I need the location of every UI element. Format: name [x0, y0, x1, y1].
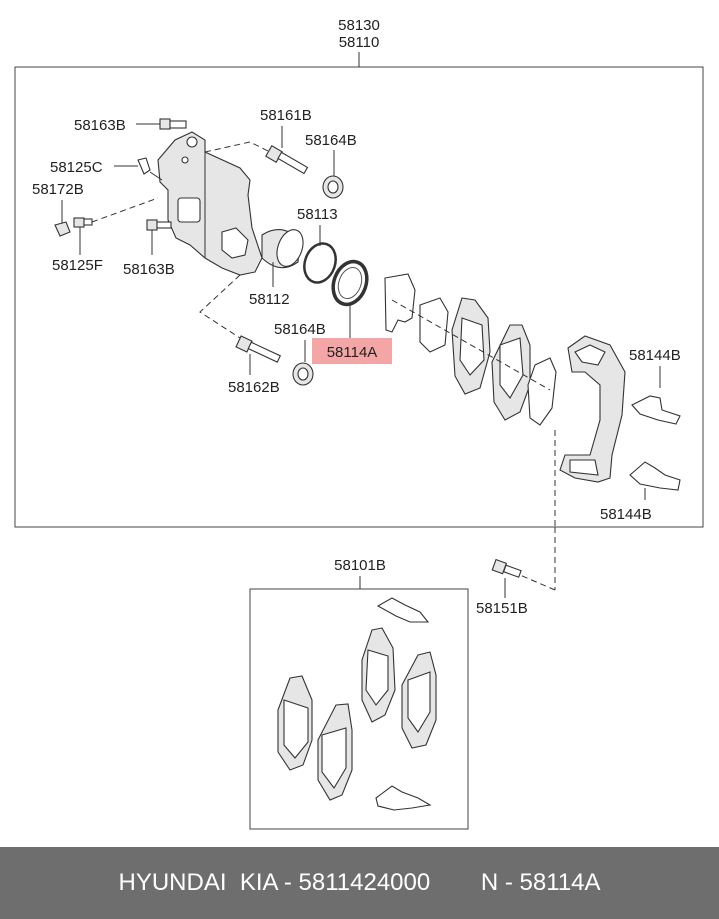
piston-seal: [303, 242, 337, 284]
bolt-58163B-lower: [146, 219, 172, 231]
label-58164B-lower: 58164B: [274, 321, 326, 338]
footer-bar: HYUNDAI KIA - 5811424000 N - 58114A: [0, 847, 719, 919]
carrier-bolt: [491, 558, 522, 578]
label-58130: 58130: [338, 17, 380, 34]
boot-upper: [322, 175, 344, 199]
bleeder-plug: [73, 217, 93, 228]
label-58163B-top: 58163B: [74, 117, 126, 134]
piston-boot: [331, 259, 369, 307]
pad-kit-clip-top: [376, 597, 430, 623]
piston: [261, 229, 304, 269]
caliper-body: [157, 131, 263, 276]
label-58114A: 58114A: [327, 344, 378, 361]
boot-lower: [292, 362, 314, 386]
footer-brand: HYUNDAI KIA - 5811424000: [118, 869, 431, 896]
pad-shim-outer: [384, 273, 416, 333]
brake-caliper-diagram: 58130 58110 58163B 58125C 58172B 58125F …: [14, 17, 704, 830]
label-58113: 58113: [297, 206, 338, 223]
label-58161B: 58161B: [260, 107, 312, 124]
caliper-carrier: [559, 335, 626, 483]
label-58101B: 58101B: [334, 557, 386, 574]
clip-lower: [629, 461, 681, 491]
label-58144B-lower: 58144B: [600, 506, 652, 523]
clip-upper: [631, 395, 681, 425]
footer-code: N - 58114A: [480, 869, 601, 896]
label-58112: 58112: [249, 291, 290, 308]
bleeder-screw: [54, 221, 71, 237]
pad-shim-inner-shim: [419, 297, 449, 353]
pad-kit-clip-bottom: [375, 785, 432, 811]
label-58162B: 58162B: [228, 379, 280, 396]
bolt-58163B-top: [159, 118, 187, 130]
highlight-58114A: [312, 338, 392, 364]
label-58172B: 58172B: [32, 181, 84, 198]
label-58151B: 58151B: [476, 600, 528, 617]
label-58125C: 58125C: [50, 159, 103, 176]
bleeder-cap: [137, 157, 151, 175]
footer-spacer: [442, 869, 469, 897]
label-58110: 58110: [339, 34, 380, 51]
pad-shim-inner: [527, 357, 557, 426]
label-58163B-lower: 58163B: [123, 261, 175, 278]
pad-kit-frame: [249, 588, 469, 830]
label-58125F: 58125F: [52, 257, 103, 274]
guide-pin-upper: [265, 145, 309, 175]
label-58144B-upper: 58144B: [629, 347, 681, 364]
guide-pin-lower: [235, 335, 282, 363]
label-58164B-upper: 58164B: [305, 132, 357, 149]
